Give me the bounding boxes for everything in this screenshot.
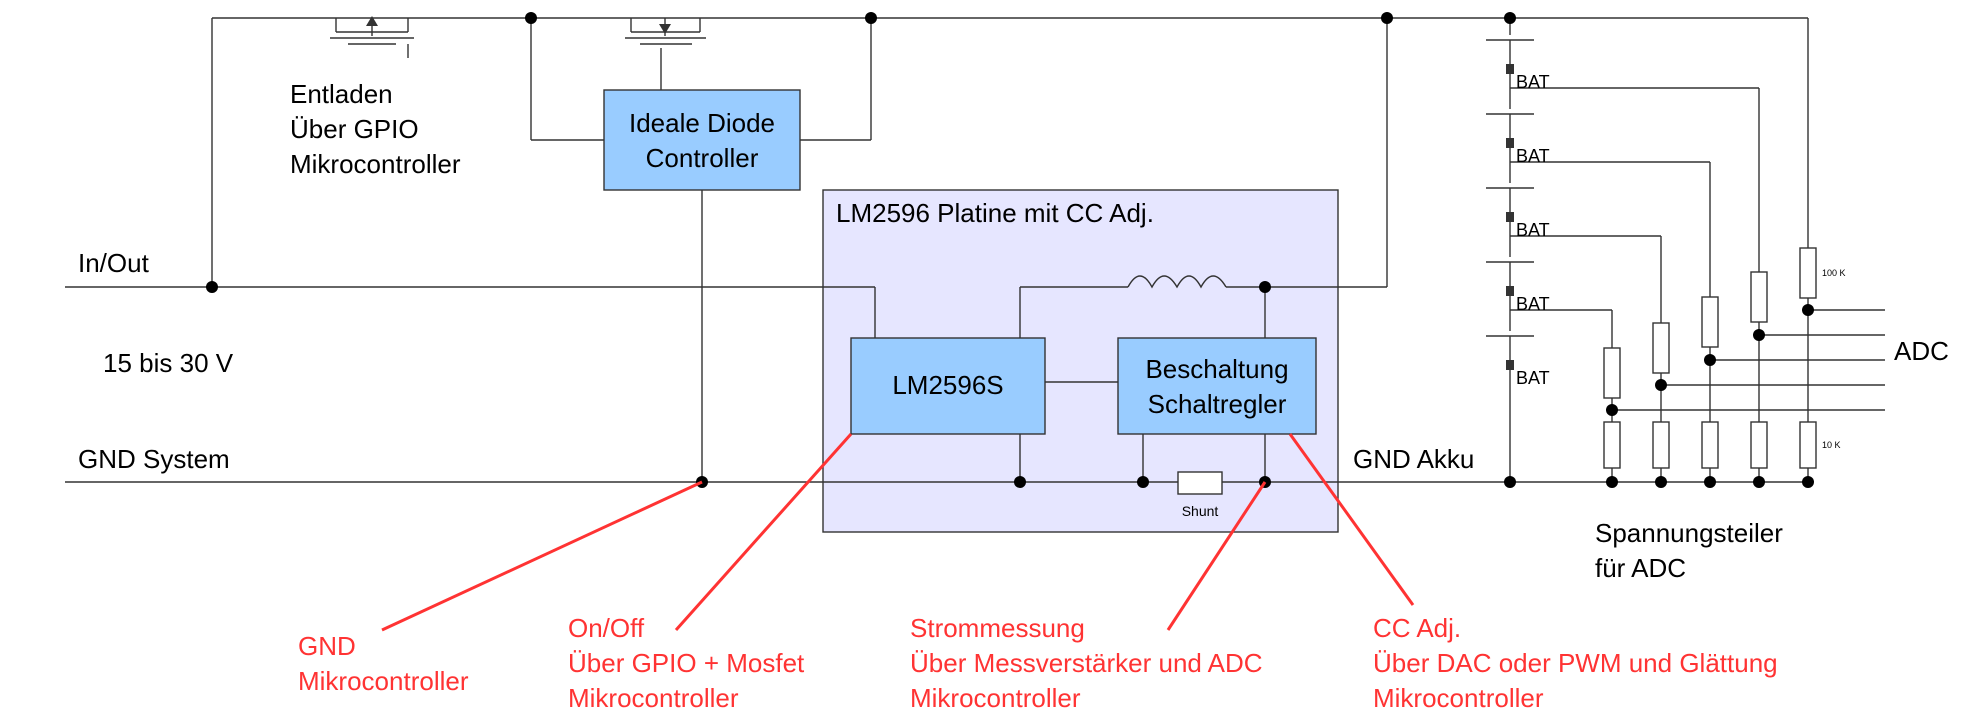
- annotation-cc-1: CC Adj.: [1373, 613, 1461, 643]
- beschaltung-label-2: Schaltregler: [1148, 389, 1287, 419]
- divider-resistor-low: [1652, 421, 1670, 469]
- divider-resistor-high: [1701, 296, 1719, 348]
- divider-resistor-high: [1603, 347, 1621, 399]
- battery-cell: BAT: [1478, 35, 1550, 92]
- beschaltung-block: [1117, 337, 1317, 435]
- board-title: LM2596 Platine mit CC Adj.: [836, 198, 1154, 228]
- annotation-cc-2: Über DAC oder PWM und Glättung: [1373, 648, 1778, 678]
- annotation-strom-1: Strommessung: [910, 613, 1085, 643]
- gnd-akku-label: GND Akku: [1353, 444, 1474, 474]
- ideal-diode-label-1: Ideale Diode: [629, 108, 775, 138]
- annotation-strom-3: Mikrocontroller: [910, 683, 1081, 713]
- battery-cell-label: BAT: [1516, 368, 1550, 388]
- divider-caption-1: Spannungsteiler: [1595, 518, 1783, 548]
- in-out-label: In/Out: [78, 248, 150, 278]
- annotation-onoff-3: Mikrocontroller: [568, 683, 739, 713]
- battery-cell: BAT: [1478, 257, 1550, 314]
- discharge-mosfet-symbol: [330, 16, 414, 58]
- annotation-gnd-2: Mikrocontroller: [298, 666, 469, 696]
- mosfet-note-line2: Über GPIO: [290, 114, 419, 144]
- lm2596s-label: LM2596S: [892, 370, 1003, 400]
- battery-cell: BAT: [1478, 109, 1550, 166]
- annotation-onoff-1: On/Off: [568, 613, 645, 643]
- adc-label: ADC: [1894, 336, 1949, 366]
- divider-resistor-high: [1652, 322, 1670, 374]
- ideal-diode-block: [603, 89, 801, 191]
- battery-cell: BAT: [1478, 331, 1550, 388]
- divider-resistor-high: [1799, 247, 1817, 299]
- r-low-label: 10 K: [1822, 440, 1841, 450]
- battery-cell: BAT: [1478, 183, 1550, 240]
- battery-cell-label: BAT: [1516, 146, 1550, 166]
- ideal-diode-mosfet-symbol: [625, 18, 706, 45]
- wires: [65, 17, 1885, 483]
- shunt-resistor: [1177, 471, 1223, 495]
- battery-cell-label: BAT: [1516, 72, 1550, 92]
- gnd-system-label: GND System: [78, 444, 230, 474]
- divider-resistor-low: [1603, 421, 1621, 469]
- voltage-label: 15 bis 30 V: [103, 348, 234, 378]
- battery-cell-label: BAT: [1516, 294, 1550, 314]
- annotation-cc-3: Mikrocontroller: [1373, 683, 1544, 713]
- divider-resistor-low: [1750, 421, 1768, 469]
- ideal-diode-label-2: Controller: [646, 143, 759, 173]
- r-high-label: 100 K: [1822, 268, 1846, 278]
- divider-resistor-low: [1799, 421, 1817, 469]
- beschaltung-label-1: Beschaltung: [1145, 354, 1288, 384]
- voltage-divider: [1603, 247, 1817, 469]
- divider-caption-2: für ADC: [1595, 553, 1686, 583]
- annotation-leaders: [381, 433, 1415, 632]
- battery-stack: BAT BAT BAT BAT BAT: [1478, 35, 1550, 388]
- shunt-label: Shunt: [1182, 503, 1219, 519]
- annotation-onoff-2: Über GPIO + Mosfet: [568, 648, 805, 678]
- mosfet-note-line3: Mikrocontroller: [290, 149, 461, 179]
- mosfet-note-line1: Entladen: [290, 79, 393, 109]
- battery-cell-label: BAT: [1516, 220, 1550, 240]
- annotation-gnd-1: GND: [298, 631, 356, 661]
- lm2596s-block: [850, 337, 1046, 435]
- annotation-strom-2: Über Messverstärker und ADC: [910, 648, 1263, 678]
- inductor-symbol: [1127, 275, 1227, 289]
- divider-resistor-low: [1701, 421, 1719, 469]
- divider-resistor-high: [1750, 271, 1768, 323]
